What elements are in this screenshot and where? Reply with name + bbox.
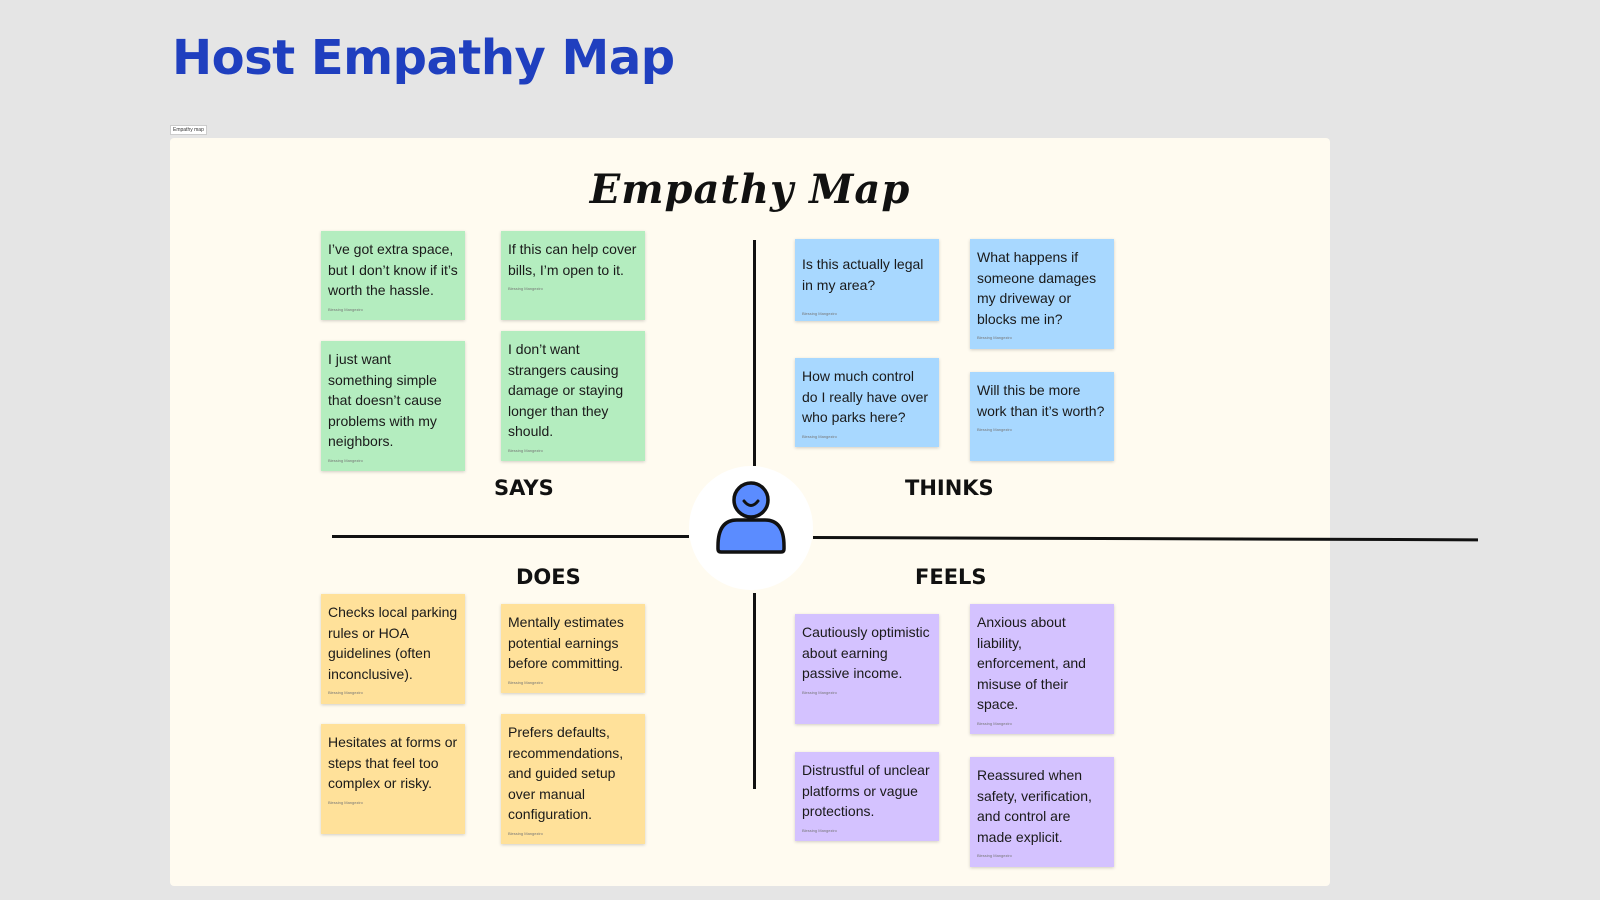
frame-label[interactable]: Empathy map [170, 125, 207, 135]
sticky-note-author: Blessing Mangeziro [508, 679, 543, 685]
sticky-note-text: I just want something simple that doesn’… [328, 351, 442, 449]
sticky-note-author: Blessing Mangeziro [977, 853, 1012, 858]
horizontal-axis-left [332, 535, 689, 538]
page-title: Host Empathy Map [172, 30, 675, 86]
empathy-map-board: Empathy Map SAYS THINKS DOES FEELS I’ve … [170, 138, 1479, 886]
sticky-note-does[interactable]: Prefers defaults, recommendations, and g… [501, 714, 645, 844]
sticky-note-text: Anxious about liability, enforcement, an… [977, 614, 1086, 712]
sticky-note-author: Blessing Mangeziro [802, 311, 837, 316]
sticky-note-author: Blessing Mangeziro [977, 720, 1012, 726]
sticky-note-text: Prefers defaults, recommendations, and g… [508, 724, 624, 822]
sticky-note-feels[interactable]: Cautiously optimistic about earning pass… [795, 614, 939, 724]
quadrant-label-says: SAYS [494, 476, 554, 500]
sticky-note-text: How much control do I really have over w… [802, 368, 929, 425]
sticky-note-text: Reassured when safety, verification, and… [977, 767, 1092, 845]
sticky-note-does[interactable]: Mentally estimates potential earnings be… [501, 604, 645, 693]
sticky-note-author: Blessing Mangeziro [977, 335, 1012, 340]
sticky-note-author: Blessing Mangeziro [802, 433, 837, 439]
sticky-note-says[interactable]: I’ve got extra space, but I don’t know i… [321, 231, 465, 320]
sticky-note-text: Checks local parking rules or HOA guidel… [328, 604, 458, 682]
sticky-note-text: If this can help cover bills, I’m open t… [508, 241, 637, 278]
sticky-note-text: Cautiously optimistic about earning pass… [802, 624, 930, 681]
sticky-note-author: Blessing Mangeziro [977, 427, 1012, 432]
user-icon [716, 481, 786, 554]
sticky-note-author: Blessing Mangeziro [802, 827, 837, 833]
center-user-circle [689, 466, 813, 590]
sticky-note-thinks[interactable]: Will this be more work than it’s worth? … [970, 372, 1114, 461]
quadrant-label-feels: FEELS [915, 565, 987, 589]
sticky-note-feels[interactable]: Distrustful of unclear platforms or vagu… [795, 752, 939, 841]
sticky-note-does[interactable]: Hesitates at forms or steps that feel to… [321, 724, 465, 834]
sticky-note-author: Blessing Mangeziro [508, 447, 543, 453]
sticky-note-text: Is this actually legal in my area? [802, 256, 924, 293]
quadrant-label-thinks: THINKS [905, 476, 994, 500]
sticky-note-text: Hesitates at forms or steps that feel to… [328, 734, 458, 791]
sticky-note-text: I’ve got extra space, but I don’t know i… [328, 241, 458, 298]
sticky-note-feels[interactable]: Anxious about liability, enforcement, an… [970, 604, 1114, 734]
sticky-note-author: Blessing Mangeziro [328, 457, 363, 463]
sticky-note-author: Blessing Mangeziro [328, 799, 363, 805]
sticky-note-author: Blessing Mangeziro [508, 286, 543, 291]
sticky-note-says[interactable]: I just want something simple that doesn’… [321, 341, 465, 471]
vertical-axis-top [753, 240, 756, 466]
sticky-note-text: I don’t want strangers causing damage or… [508, 341, 624, 439]
quadrant-label-does: DOES [516, 565, 581, 589]
sticky-note-says[interactable]: I don’t want strangers causing damage or… [501, 331, 645, 461]
sticky-note-text: What happens if someone damages my drive… [977, 249, 1097, 327]
vertical-axis-bottom [753, 593, 756, 789]
sticky-note-feels[interactable]: Reassured when safety, verification, and… [970, 757, 1114, 867]
board-title: Empathy Map [589, 166, 911, 213]
sticky-note-author: Blessing Mangeziro [328, 306, 363, 312]
sticky-note-thinks[interactable]: Is this actually legal in my area? Bless… [795, 239, 939, 321]
sticky-note-author: Blessing Mangeziro [802, 689, 837, 695]
sticky-note-text: Will this be more work than it’s worth? [977, 382, 1105, 419]
sticky-note-says[interactable]: If this can help cover bills, I’m open t… [501, 231, 645, 320]
sticky-note-text: Mentally estimates potential earnings be… [508, 614, 624, 671]
sticky-note-thinks[interactable]: How much control do I really have over w… [795, 358, 939, 447]
sticky-note-thinks[interactable]: What happens if someone damages my drive… [970, 239, 1114, 349]
sticky-note-text: Distrustful of unclear platforms or vagu… [802, 762, 930, 819]
sticky-note-author: Blessing Mangeziro [328, 690, 363, 695]
sticky-note-does[interactable]: Checks local parking rules or HOA guidel… [321, 594, 465, 704]
horizontal-axis-right [812, 536, 1479, 542]
sticky-note-author: Blessing Mangeziro [508, 830, 543, 836]
